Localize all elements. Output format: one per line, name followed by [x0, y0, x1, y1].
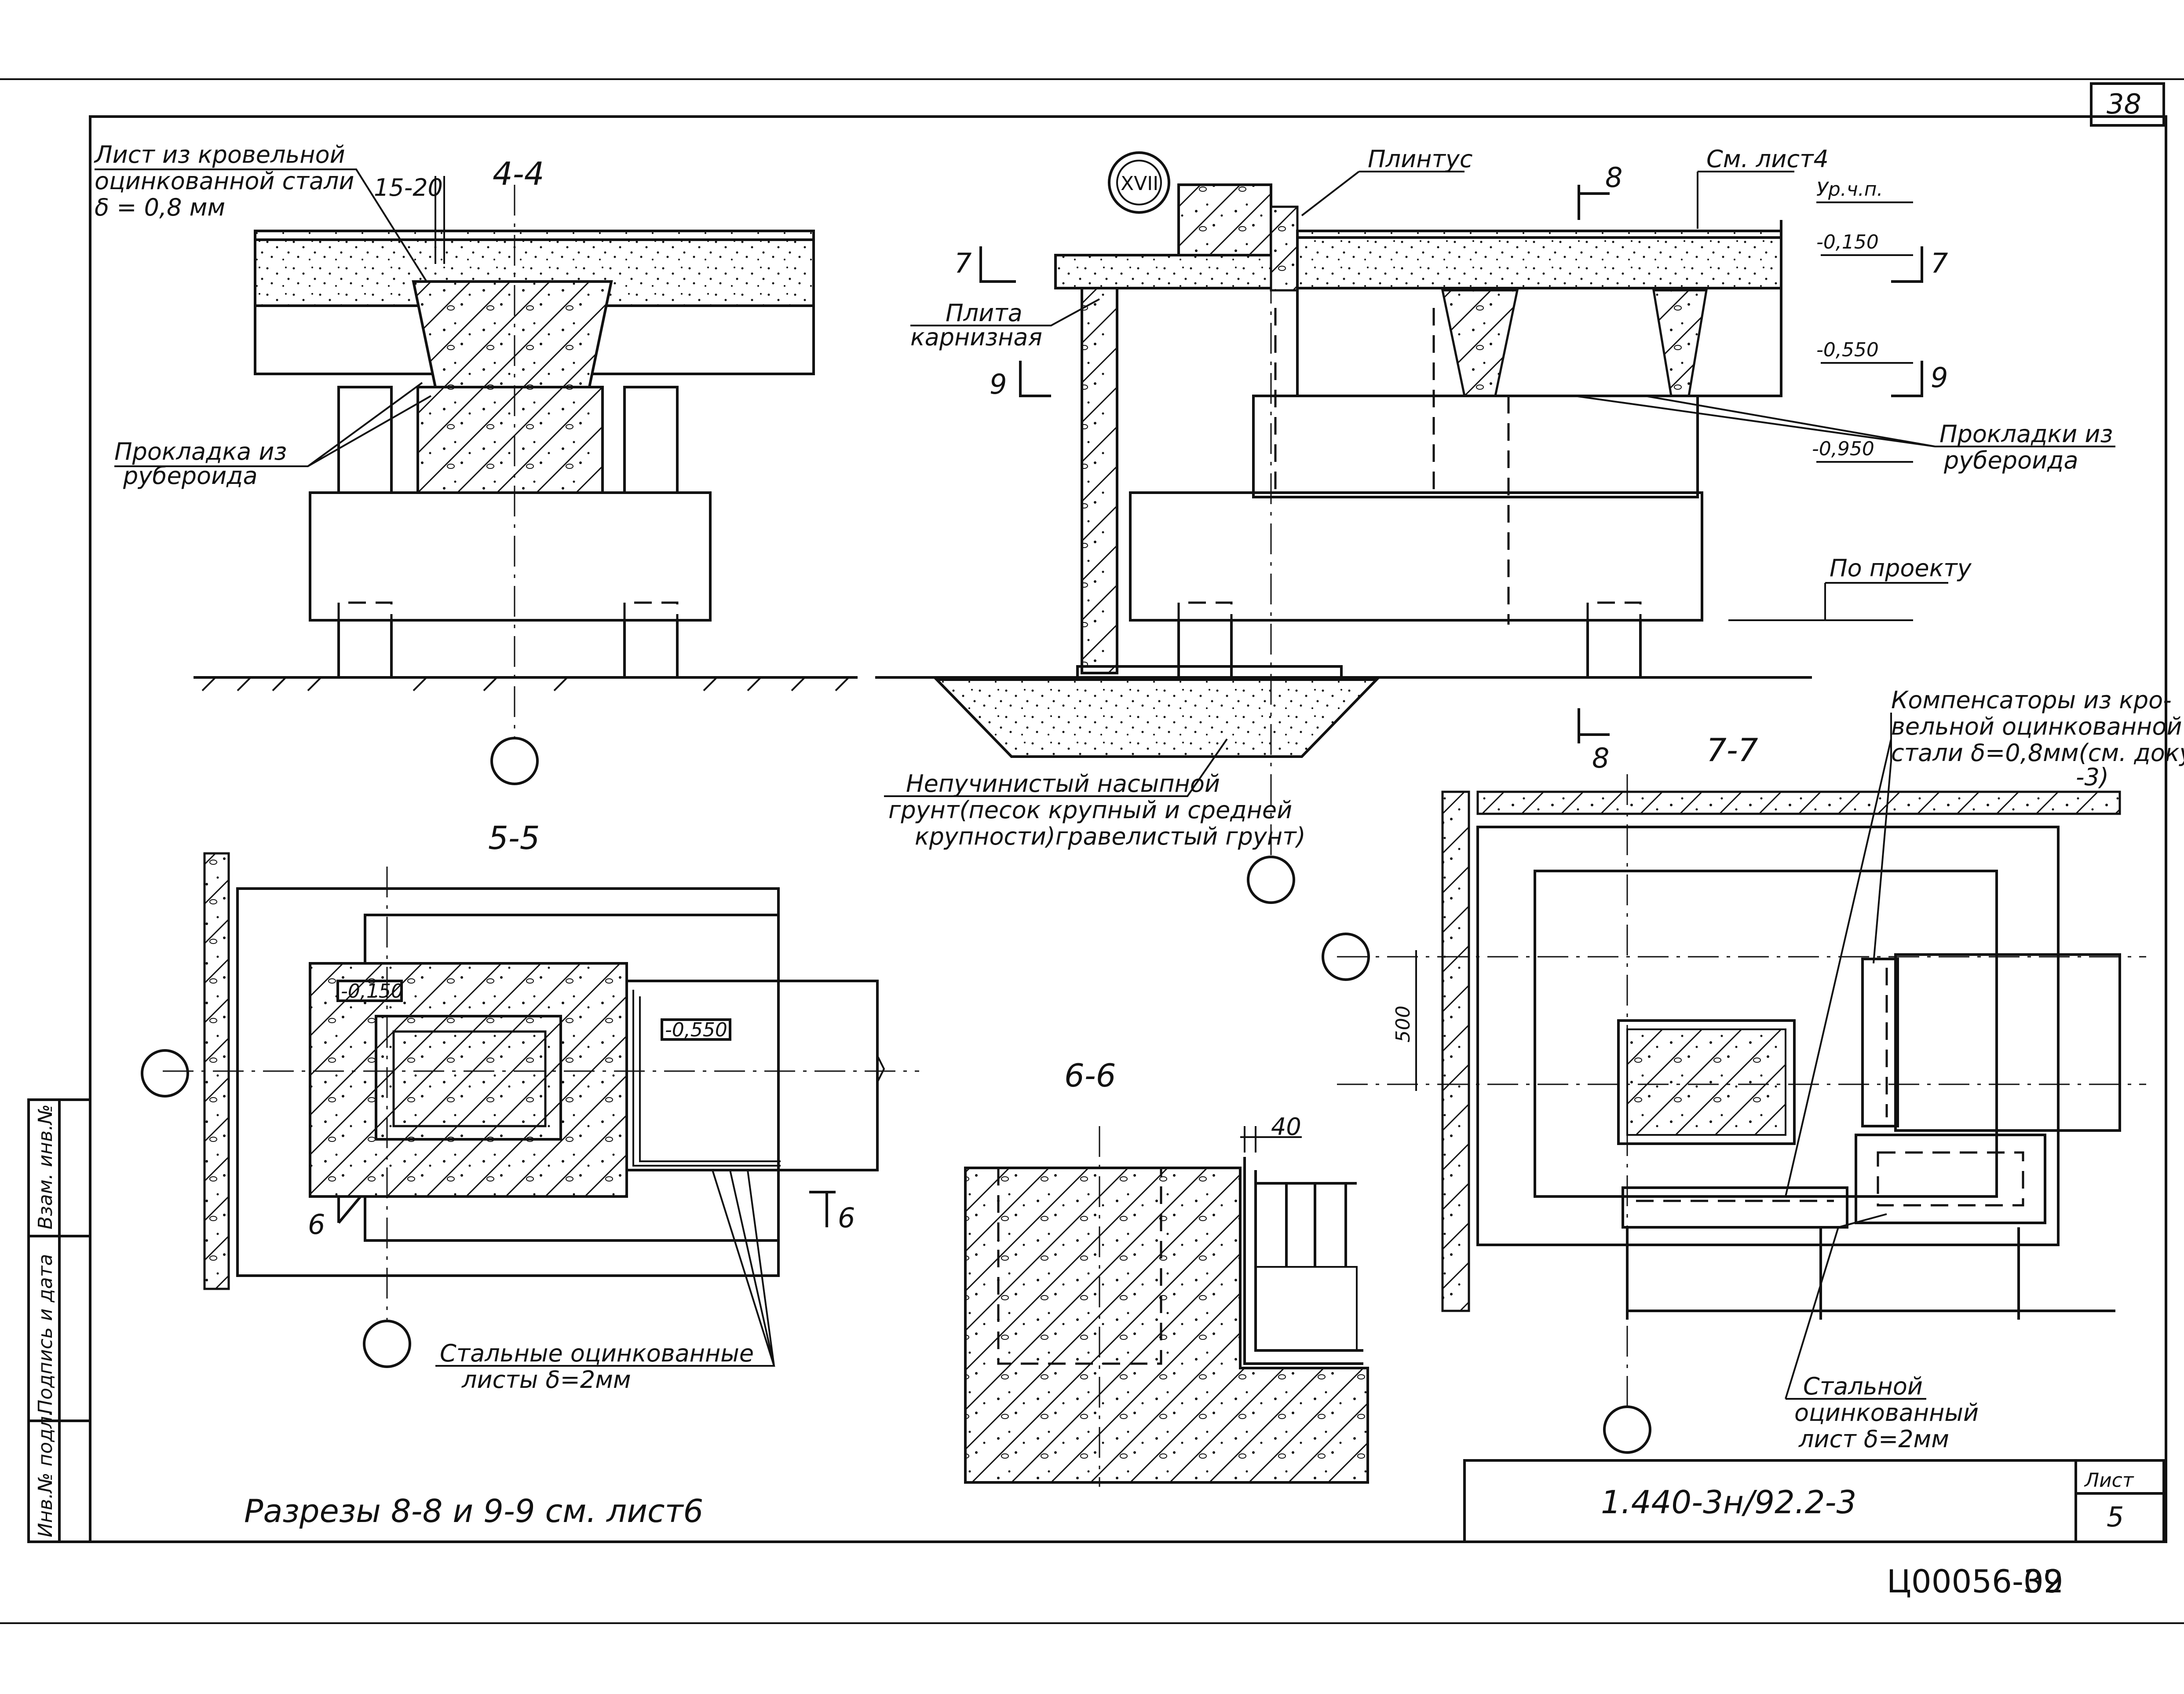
cut-8-top: 8: [1605, 161, 1622, 194]
cut-7-right: 7: [1931, 247, 1948, 279]
joint-concrete-4-4: [412, 280, 613, 388]
section-4-4-title: 4-4: [493, 155, 544, 192]
slab-main: [1296, 230, 1782, 289]
cut-7-left: 7: [954, 247, 971, 279]
section-7-7: 7-7 500 Компенсаторы из кро- вельной оци…: [1322, 686, 2184, 1454]
sheet-frame: 38: [0, 78, 2184, 1624]
elev-1: -0,150: [1816, 231, 1879, 253]
elev-5-5-a: -0,150: [341, 980, 403, 1002]
elev-3: -0,950: [1812, 438, 1874, 460]
label-pads-1: Прокладки из: [1939, 420, 2113, 448]
section-6-6: 6-6 40: [964, 1057, 1369, 1487]
label-steel-sheet-3: лист δ=2мм: [1798, 1425, 1949, 1453]
label-sheet-steel-3: δ = 0,8 мм: [95, 194, 225, 221]
label-soil-3: крупности)гравелистый грунт): [915, 823, 1306, 850]
label-floor-level: Ур.ч.п.: [1816, 178, 1883, 201]
label-steel-sheet-1: Стальной: [1803, 1372, 1923, 1400]
axis-bubble-7-7-left: [1322, 933, 1370, 981]
label-soil-1: Непучинистый насыпной: [906, 770, 1220, 798]
axis-bubble-7-7-bottom: [1603, 1405, 1651, 1454]
xvii-marker: [1108, 151, 1170, 214]
label-sheet-steel-2: оцинкованной стали: [95, 167, 354, 195]
label-compensators-4: -3): [2076, 763, 2109, 791]
joint-6-6: [964, 1167, 1369, 1484]
elev-2: -0,550: [1816, 339, 1879, 361]
wall-7-7: [1441, 790, 1470, 1312]
cut-9-right: 9: [1931, 362, 1948, 394]
axis-bubble-5-5-bottom: [363, 1320, 411, 1368]
elev-5-5-b: -0,550: [665, 1019, 727, 1041]
dim-500: 500: [1392, 1006, 1414, 1043]
footer-note: Разрезы 8-8 и 9-9 см. лист6: [244, 1493, 703, 1529]
axis-bubble-4-4: [490, 737, 539, 785]
fill-soil: [933, 678, 1380, 758]
label-pads-2: рубероида: [1943, 446, 2078, 474]
label-compensators-3: стали δ=0,8мм(см. докум.: [1891, 739, 2184, 767]
parapet: [1177, 183, 1272, 256]
dim-gap: 15-20: [374, 174, 443, 201]
label-cornice-1: Плита: [946, 299, 1023, 327]
cut-6-right: 6: [838, 1202, 855, 1234]
label-steel-sheets-1: Стальные оцинкованные: [440, 1339, 754, 1367]
label-sheet-steel-1: Лист из кровельной: [94, 141, 345, 168]
section-5-5: 5-5 -0,150 -0,550 6 6 Стальные оцинкован…: [141, 820, 919, 1394]
side-stamp: Инв.№ подл. Подпись и дата Взам. инв.№: [27, 1098, 91, 1543]
section-6-6-title: 6-6: [1064, 1057, 1116, 1094]
section-4-4: 4-4 Лист из кровельной оцинкованной стал…: [94, 141, 858, 785]
cut-8-bottom: 8: [1592, 742, 1609, 774]
axis-bubble-main: [1247, 856, 1295, 904]
label-compensators-1: Компенсаторы из кро-: [1891, 686, 2172, 714]
wall-main: [1081, 287, 1118, 674]
label-plinth: Плинтус: [1368, 145, 1473, 173]
column-4-4: [416, 386, 604, 494]
section-7-7-title: 7-7: [1706, 732, 1758, 768]
cornice-slab: [1054, 254, 1299, 289]
axis-bubble-5-5-left: [141, 1049, 189, 1098]
beam-4-4: [309, 491, 712, 622]
stamp-sign: Подпись и дата: [34, 1254, 57, 1414]
label-soil-2: грунт(песок крупный и средней: [888, 796, 1292, 824]
xvii-label: XVII: [1121, 172, 1158, 195]
archive-code: Ц00056-02: [1887, 1563, 2064, 1600]
doc-code: 1.440-3н/92.2-3: [1601, 1484, 1856, 1521]
stamp-replace: Взам. инв.№: [34, 1104, 57, 1229]
beam-main: [1129, 491, 1703, 622]
label-compensators-2: вельной оцинкованной: [1891, 713, 2182, 740]
label-cornice-2: карнизная: [910, 323, 1042, 351]
label-steel-sheets-2: листы δ=2мм: [461, 1366, 631, 1394]
page-number-top: 38: [2107, 88, 2141, 120]
stamp-inv: Инв.№ подл.: [34, 1410, 57, 1537]
cut-9-left: 9: [990, 368, 1007, 400]
main-section: XVII Плинтус См. лист4 Ур.ч.: [875, 145, 2115, 904]
archive-page: 39: [2023, 1563, 2063, 1600]
title-block: 1.440-3н/92.2-3 Лист 5 Ц00056-02 39 Разр…: [244, 1459, 2165, 1600]
cut-6-left: 6: [308, 1208, 325, 1240]
sheet-number: 5: [2107, 1501, 2124, 1533]
sheet-label: Лист: [2084, 1469, 2134, 1492]
label-pad-1: Прокладка из: [114, 438, 287, 465]
dim-40: 40: [1271, 1113, 1301, 1141]
label-see-sheet: См. лист4: [1706, 145, 1829, 173]
label-steel-sheet-2: оцинкованный: [1794, 1399, 1979, 1427]
label-per-project: По проекту: [1830, 554, 1972, 582]
section-5-5-title: 5-5: [488, 820, 540, 856]
